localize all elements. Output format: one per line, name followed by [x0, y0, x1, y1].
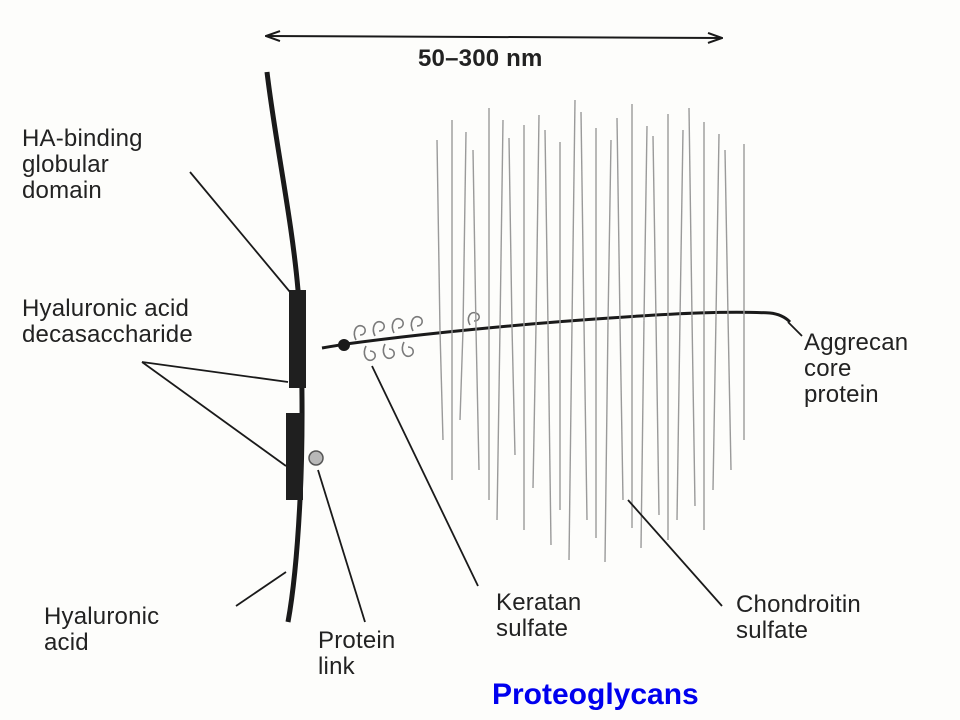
chain-upper-2 — [462, 131, 467, 330]
chain-upper-21 — [688, 107, 693, 318]
chain-lower-15 — [619, 321, 624, 501]
chain-lower-2 — [459, 329, 464, 421]
ha-binding-domain-upper — [289, 290, 306, 388]
chain-lower-11 — [568, 324, 573, 561]
label-ha-binding-globular-domain: HA-binding globular domain — [22, 125, 143, 204]
chain-upper-23 — [715, 133, 720, 317]
chain-upper-12 — [580, 111, 585, 324]
chain-upper-5 — [499, 119, 504, 328]
chain-lower-9 — [547, 325, 552, 546]
chondroitin-sulfate-chains — [436, 99, 745, 563]
chain-lower-20 — [676, 318, 681, 521]
chain-lower-24 — [727, 316, 732, 471]
label-aggrecan-core-protein: Aggrecan core protein — [804, 329, 909, 408]
chain-lower-14 — [604, 322, 609, 563]
label-keratan-sulfate: Keratan sulfate — [496, 589, 582, 642]
caption-title: Proteoglycans — [492, 678, 699, 711]
chain-upper-17 — [643, 125, 648, 321]
chain-lower-17 — [640, 320, 645, 549]
chain-lower-0 — [439, 330, 444, 441]
chain-upper-11 — [571, 99, 576, 325]
keratan-sulfate-curls — [353, 311, 480, 362]
ha-binding-domain-lower — [286, 413, 303, 500]
core-protein-end-knob — [338, 339, 350, 351]
scale-label: 50–300 nm — [418, 45, 543, 72]
protein-link-shape — [308, 450, 324, 466]
label-hyaluronic-acid: Hyaluronic acid — [44, 603, 160, 656]
label-chondroitin-sulfate: Chondroitin sulfate — [736, 591, 861, 644]
chain-lower-5 — [496, 327, 501, 521]
chain-upper-9 — [544, 129, 549, 326]
chain-upper-3 — [472, 149, 477, 330]
chain-upper-15 — [616, 117, 621, 322]
chain-upper-20 — [679, 129, 684, 319]
chain-lower-3 — [475, 329, 480, 471]
chain-upper-6 — [508, 137, 513, 328]
scale-arrow — [266, 36, 722, 38]
pointer-lines — [141, 171, 803, 623]
chain-lower-23 — [712, 316, 717, 491]
chain-upper-8 — [535, 114, 540, 327]
chain-lower-21 — [691, 317, 696, 507]
chain-upper-18 — [652, 135, 657, 320]
chain-upper-24 — [724, 149, 729, 317]
label-protein-link: Protein link — [318, 627, 396, 680]
chain-lower-12 — [583, 323, 588, 521]
chain-upper-0 — [436, 139, 441, 332]
chain-lower-18 — [655, 319, 660, 516]
chain-lower-8 — [532, 325, 537, 489]
label-hyaluronic-acid-decasaccharide: Hyaluronic acid decasaccharide — [22, 295, 193, 348]
chain-upper-14 — [607, 139, 612, 323]
chain-lower-6 — [511, 327, 516, 456]
